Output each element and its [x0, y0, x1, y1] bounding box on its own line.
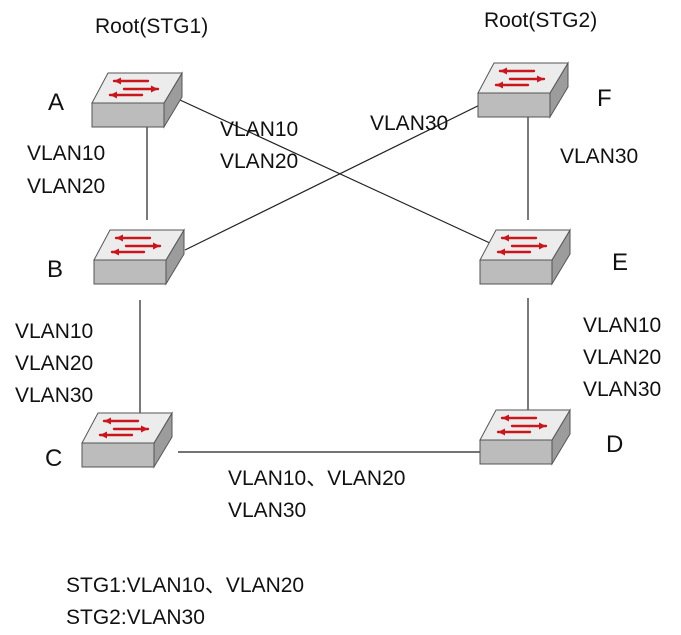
root-stg1-label: Root(STG1) [95, 15, 208, 38]
link-ae-vlan-1: VLAN10 [220, 118, 298, 141]
link-bc-vlan-2: VLAN20 [15, 352, 93, 375]
switch-a-label: A [48, 89, 64, 116]
switch-c-icon [80, 411, 174, 469]
root-stg2-label: Root(STG2) [484, 9, 597, 32]
switch-b-label: B [47, 256, 63, 283]
switch-f-icon [476, 61, 570, 119]
link-ab-vlan-1: VLAN10 [27, 142, 105, 165]
switch-a-icon [90, 71, 184, 129]
link-ed-vlan-2: VLAN20 [583, 346, 661, 369]
switch-d-icon [478, 408, 572, 466]
link-bf-vlan-1: VLAN30 [370, 112, 448, 135]
link-cd-vlan-2: VLAN30 [228, 499, 306, 522]
links [139, 94, 529, 453]
switch-e-label: E [612, 249, 628, 276]
link-a-e [179, 99, 506, 251]
switch-e-icon [478, 228, 572, 286]
legend-stg2: STG2:VLAN30 [66, 606, 205, 629]
link-ab-vlan-2: VLAN20 [27, 175, 105, 198]
link-ed-vlan-1: VLAN10 [583, 314, 661, 337]
legend-stg1: STG1:VLAN10、VLAN20 [66, 574, 304, 597]
link-b-f [184, 94, 501, 251]
link-bc-vlan-1: VLAN10 [15, 320, 93, 343]
link-bc-vlan-3: VLAN30 [15, 384, 93, 407]
link-ae-vlan-2: VLAN20 [220, 150, 298, 173]
link-fe-vlan-1: VLAN30 [560, 145, 638, 168]
switch-d-label: D [606, 431, 623, 458]
switch-b-icon [92, 228, 186, 286]
link-cd-vlan-1: VLAN10、VLAN20 [228, 467, 405, 490]
link-ed-vlan-3: VLAN30 [583, 378, 661, 401]
switch-f-label: F [597, 85, 612, 112]
switch-c-label: C [45, 445, 62, 472]
